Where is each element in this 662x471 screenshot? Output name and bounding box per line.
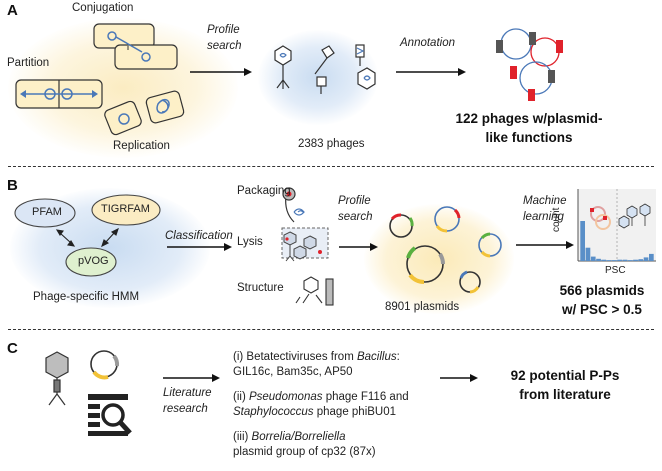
chart-xlabel: PSC [605,265,626,276]
category-structure: Structure [237,282,284,294]
histogram-bar [643,257,649,261]
histogram-bar [612,260,617,261]
conjugation-icon [93,23,178,70]
phage-count: 2383 phages [298,138,365,150]
annotation-label: Annotation [400,37,455,49]
panel-a-letter: A [7,2,18,19]
histogram-bar [622,259,628,261]
panel-a-result: 122 phages w/plasmid-like functions [455,111,603,145]
plasmids-glow [364,204,514,314]
histogram-bar [596,258,601,261]
item-ii: (ii) Pseudomonas phage F116 and Staphylo… [233,391,409,418]
phage-cluster-a [274,44,376,94]
lysis-icon [281,227,329,262]
db-pfam: PFAM [32,206,62,218]
structure-icon [295,276,334,306]
plasmid-count: 8901 plasmids [385,301,460,313]
literature-search-icon [88,394,132,436]
plasmid-icon [90,350,120,380]
divider-b-c [8,329,654,330]
histogram-bar [638,259,644,261]
histogram-bar [601,259,607,261]
partition-icon [15,79,103,109]
label-conjugation: Conjugation [72,2,134,14]
phage-icon [45,351,69,406]
label-partition: Partition [7,57,50,69]
db-pvog: pVOG [78,255,109,267]
packaging-icon [282,187,305,223]
item-iii: (iii) Borrelia/Borreliella plasmid group… [233,431,376,458]
histogram-bar [585,247,591,261]
db-tigrfam: TIGRFAM [101,203,150,215]
histogram-bar [617,259,622,261]
category-lysis: Lysis [237,236,263,248]
histogram-bar [590,256,596,261]
classification-label: Classification [165,230,233,242]
hmm-label: Phage-specific HMM [33,291,140,303]
category-packaging: Packaging [237,185,291,197]
panel-b-letter: B [7,177,18,194]
histogram-bar [606,260,612,261]
histogram-bar [627,260,633,261]
item-i: (i) Betatectiviruses from Bacillus: GIL1… [233,351,400,378]
plasmid-cluster [389,206,502,294]
divider-a-b [8,166,654,167]
histogram-bar [649,253,654,261]
histogram-bar [580,221,585,261]
psc-histogram-chart [577,189,656,262]
histogram-bar [633,259,638,261]
label-replication: Replication [113,140,170,152]
replication-icon [104,90,185,136]
panel-c-letter: C [7,340,18,357]
